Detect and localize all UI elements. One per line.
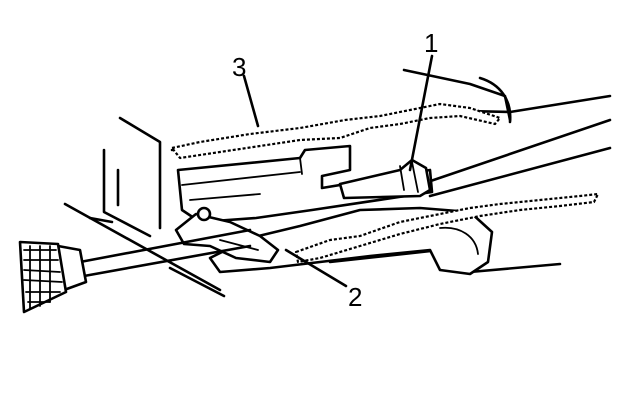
weatherstrip-seal xyxy=(170,102,502,160)
leader-lines xyxy=(242,54,434,288)
retaining-clip xyxy=(338,158,432,200)
pry-tool-handle-icon xyxy=(23,245,63,309)
callout-2: 2 xyxy=(348,282,362,312)
lower-trim xyxy=(208,192,600,276)
pry-tool xyxy=(18,228,252,314)
mounting-bracket xyxy=(63,116,226,298)
callout-1: 1 xyxy=(424,28,438,58)
callout-3: 3 xyxy=(232,52,246,82)
release-tab xyxy=(174,206,280,264)
